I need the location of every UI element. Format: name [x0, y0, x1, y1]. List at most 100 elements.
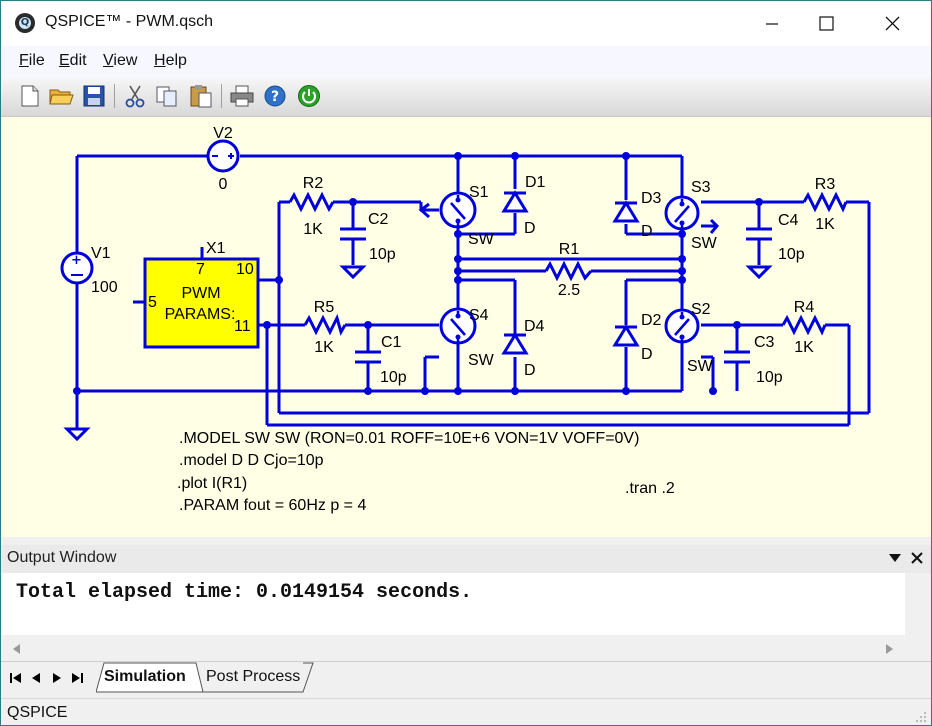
tab-strip: Simulation Post Process	[1, 661, 931, 696]
x1-name: X1	[206, 240, 226, 257]
ground-symbols	[63, 265, 773, 442]
qspice-app-icon[interactable]: Q	[15, 13, 35, 33]
v1-source[interactable]: + V1 100	[60, 245, 118, 296]
status-bar: QSPICE	[1, 698, 931, 725]
menu-file[interactable]: File	[19, 52, 45, 69]
c3-name: C3	[754, 334, 775, 351]
power-icon	[298, 85, 320, 107]
status-text: QSPICE	[7, 704, 68, 721]
paste-button[interactable]	[188, 83, 214, 109]
s2-value: SW	[687, 358, 714, 375]
maximize-button[interactable]	[803, 1, 849, 46]
r4-name: R4	[794, 299, 815, 316]
r1-value: 2.5	[558, 282, 580, 299]
d1-name: D1	[525, 174, 546, 191]
v1-value: 100	[91, 279, 118, 296]
v2-source[interactable]: V2 0	[206, 125, 240, 193]
d3-name: D3	[641, 190, 662, 207]
c3-value: 10p	[756, 369, 783, 386]
open-button[interactable]	[48, 83, 74, 109]
new-file-button[interactable]	[17, 83, 43, 109]
scroll-left-icon[interactable]	[13, 644, 21, 654]
svg-text:+: +	[71, 253, 82, 268]
power-button[interactable]	[296, 83, 322, 109]
c1-name: C1	[381, 334, 402, 351]
print-button[interactable]	[229, 83, 255, 109]
tab-post-process[interactable]: Post Process	[206, 668, 301, 685]
x1-pin-10: 10	[236, 261, 254, 278]
save-icon	[83, 85, 105, 107]
directive-model-sw: .MODEL SW SW (RON=0.01 ROFF=10E+6 VON=1V…	[179, 430, 639, 447]
c2-name: C2	[368, 211, 389, 228]
r5-value: 1K	[314, 339, 334, 356]
minimize-button[interactable]	[749, 1, 795, 46]
schematic-canvas[interactable]: + V1 100 V2 0 X1 7 10 5 11	[1, 117, 931, 537]
copy-button[interactable]	[154, 83, 180, 109]
output-text-area[interactable]: Total elapsed time: 0.0149154 seconds.	[1, 573, 905, 635]
next-tab-icon[interactable]	[52, 672, 62, 684]
directive-model-d: .model D D Cjo=10p	[179, 452, 324, 469]
cut-button[interactable]	[122, 83, 148, 109]
v2-name: V2	[213, 125, 233, 142]
output-text: Total elapsed time: 0.0149154 seconds.	[16, 581, 473, 604]
v2-value: 0	[219, 176, 228, 193]
x1-pin-11: 11	[234, 318, 251, 335]
menu-view[interactable]: View	[103, 52, 138, 69]
dropdown-arrow-icon[interactable]	[889, 553, 901, 563]
d4-name: D4	[524, 318, 545, 335]
r3-name: R3	[815, 176, 836, 193]
close-pane-icon[interactable]	[910, 551, 924, 565]
svg-text:?: ?	[271, 89, 279, 105]
previous-tab-icon[interactable]	[31, 672, 41, 684]
junction-dots	[73, 152, 763, 395]
s2-name: S2	[691, 301, 711, 318]
menu-bar: File Edit View Help	[1, 46, 931, 78]
s3-value: SW	[691, 235, 718, 252]
spice-directives[interactable]: .MODEL SW SW (RON=0.01 ROFF=10E+6 VON=1V…	[177, 430, 639, 514]
title-bar[interactable]: Q QSPICE™ - PWM.qsch	[1, 1, 931, 46]
tab-shapes	[96, 662, 314, 693]
save-button[interactable]	[81, 83, 107, 109]
window-title: QSPICE™ - PWM.qsch	[45, 13, 214, 30]
x1-label-pwm: PWM	[181, 285, 220, 302]
x1-pin-7: 7	[196, 261, 205, 278]
menu-edit[interactable]: Edit	[59, 52, 87, 69]
d3-value: D	[641, 223, 653, 240]
s3-name: S3	[691, 179, 711, 196]
copy-icon	[156, 86, 177, 107]
scroll-right-icon[interactable]	[885, 644, 893, 654]
resize-grip-icon[interactable]	[913, 711, 927, 725]
print-icon	[230, 85, 254, 107]
x1-label-params: PARAMS:	[165, 306, 236, 323]
toolbar-separator	[221, 84, 222, 108]
r3-value: 1K	[815, 216, 835, 233]
output-window-title: Output Window	[7, 549, 117, 566]
directive-plot: .plot I(R1)	[177, 475, 247, 492]
close-icon	[885, 16, 900, 31]
d4-value: D	[524, 362, 536, 379]
r5-name: R5	[314, 299, 335, 316]
horizontal-scrollbar[interactable]	[1, 635, 905, 661]
c4-value: 10p	[778, 246, 805, 263]
last-tab-icon[interactable]	[71, 672, 85, 684]
c1-value: 10p	[380, 369, 407, 386]
x1-pwm-block[interactable]: X1 7 10 5 11 PWM PARAMS:	[143, 240, 260, 349]
menu-help[interactable]: Help	[154, 52, 187, 69]
wires	[75, 154, 871, 429]
c4-name: C4	[778, 212, 799, 229]
directive-param: .PARAM fout = 60Hz p = 4	[179, 497, 366, 514]
toolbar-separator	[114, 84, 115, 108]
schematic-drawing[interactable]: + V1 100 V2 0 X1 7 10 5 11	[1, 117, 931, 537]
help-button[interactable]: ?	[262, 83, 288, 109]
s1-value: SW	[468, 231, 495, 248]
switch-ref-arrows	[418, 202, 720, 234]
help-icon: ?	[264, 85, 286, 107]
d2-value: D	[641, 346, 653, 363]
directive-tran[interactable]: .tran .2	[625, 480, 675, 497]
close-button[interactable]	[869, 1, 915, 46]
diode-symbols	[501, 190, 640, 355]
first-tab-icon[interactable]	[9, 672, 23, 684]
x1-pin-5: 5	[148, 294, 157, 311]
tab-simulation[interactable]: Simulation	[104, 668, 186, 685]
